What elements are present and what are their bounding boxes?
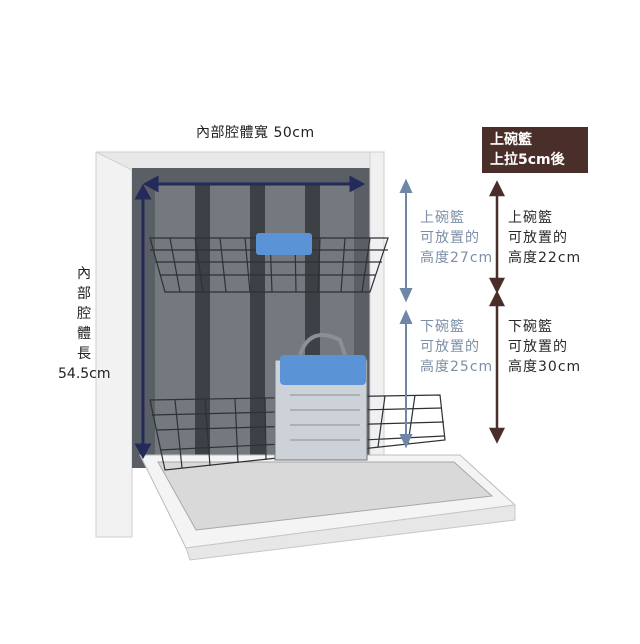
badge-line: 上碗籃	[490, 132, 532, 148]
depth-char: 部	[77, 286, 91, 302]
interior-depth-label: 內 部 腔 體 長 54.5cm	[58, 264, 111, 384]
depth-char: 體	[77, 326, 91, 342]
label-line: 可放置的	[420, 230, 480, 246]
label-line: 高度22cm	[508, 250, 582, 266]
label-line: 下碗籃	[508, 319, 553, 335]
label-line: 高度30cm	[508, 359, 582, 375]
upper-raised-height: 上碗籃 可放置的 高度22cm	[508, 208, 581, 268]
label-line: 可放置的	[508, 339, 568, 355]
upper-default-height: 上碗籃 可放置的 高度27cm	[420, 208, 493, 268]
label-line: 高度25cm	[420, 359, 494, 375]
depth-value: 54.5cm	[58, 366, 111, 382]
depth-char: 長	[77, 346, 91, 362]
lower-default-height: 下碗籃 可放置的 高度25cm	[420, 317, 493, 377]
depth-char: 腔	[77, 306, 91, 322]
depth-char: 內	[77, 266, 91, 282]
label-line: 可放置的	[508, 230, 568, 246]
label-line: 高度27cm	[420, 250, 494, 266]
lower-raised-height: 下碗籃 可放置的 高度30cm	[508, 317, 581, 377]
label-line: 上碗籃	[420, 210, 465, 226]
interior-width-label: 內部腔體寬 50cm	[196, 125, 315, 141]
badge-line: 上拉5cm後	[490, 152, 565, 168]
label-line: 下碗籃	[420, 319, 465, 335]
label-line: 可放置的	[420, 339, 480, 355]
upper-raised-badge: 上碗籃 上拉5cm後	[482, 127, 588, 173]
label-line: 上碗籃	[508, 210, 553, 226]
